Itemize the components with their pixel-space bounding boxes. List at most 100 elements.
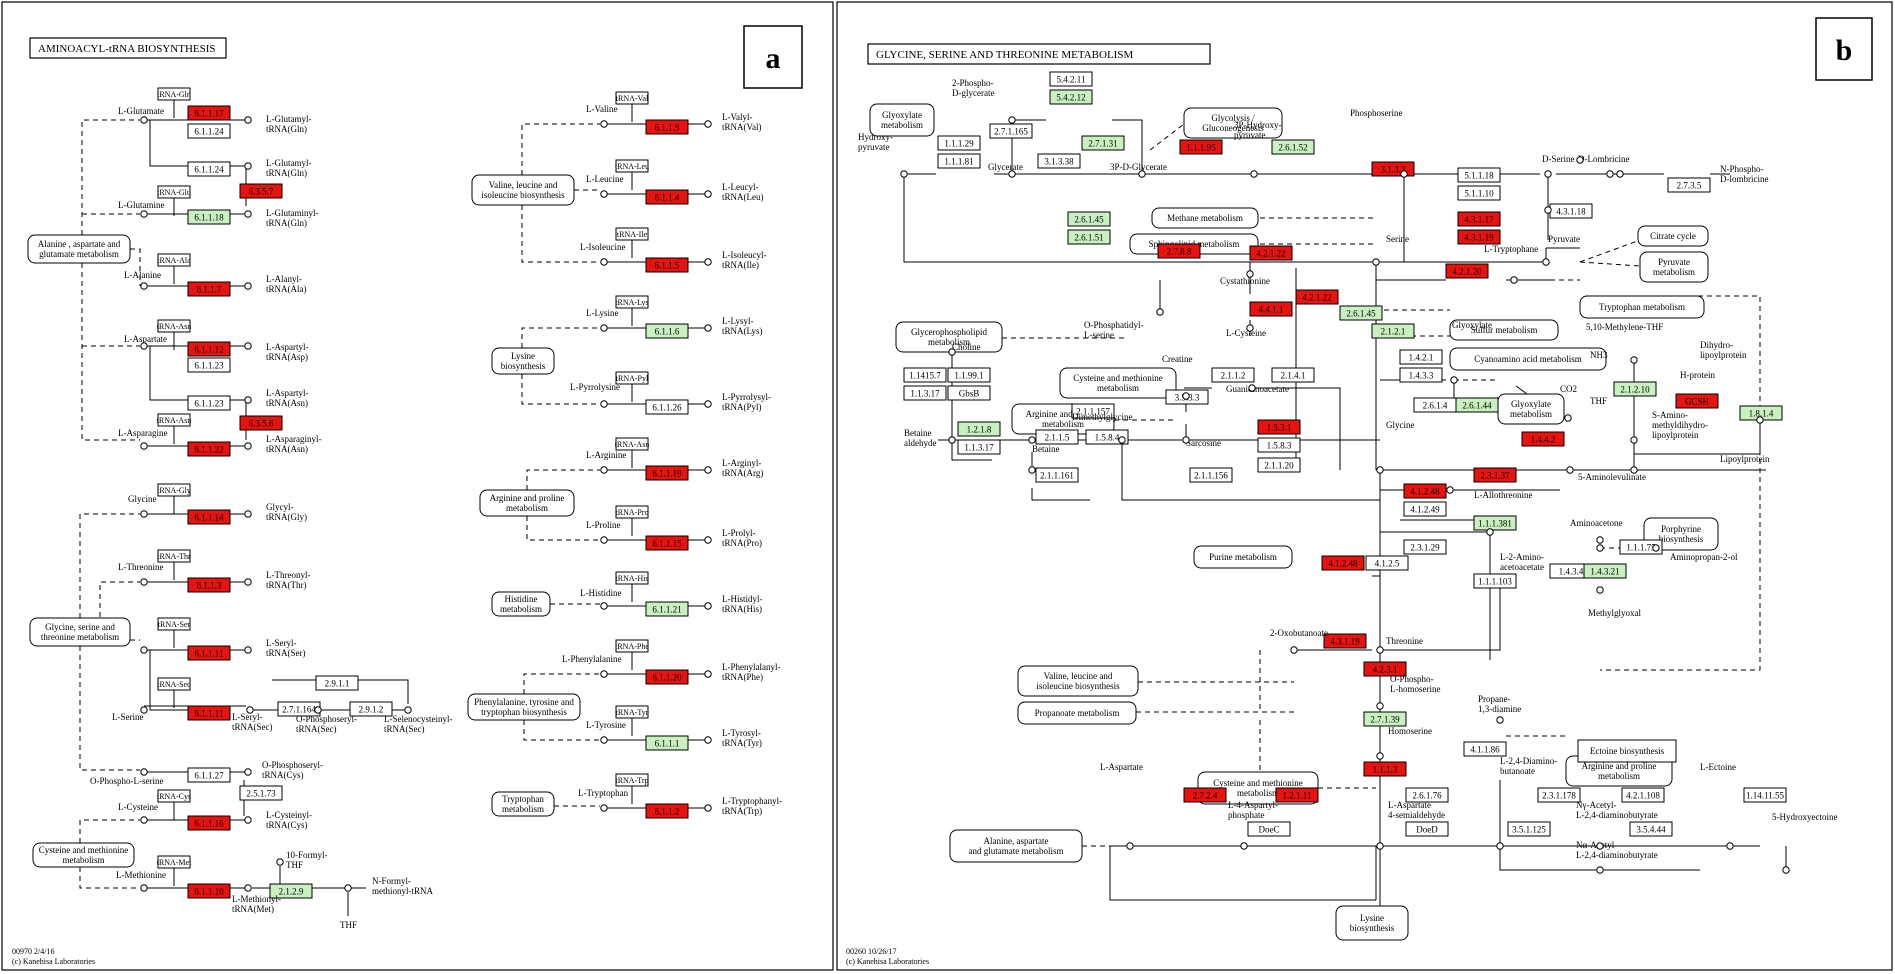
enzyme-box[interactable]: 3.5.4.44	[1629, 821, 1673, 837]
enzyme-box[interactable]: 2.9.1.2	[349, 701, 393, 717]
enzyme-box-green[interactable]: 2.6.1.52	[1271, 139, 1315, 155]
enzyme-box[interactable]: 2.9.1.1	[315, 675, 359, 691]
enzyme-box-red[interactable]: 2.7.8.8	[1157, 243, 1201, 259]
enzyme-box[interactable]: 4.3.1.18	[1549, 203, 1593, 219]
enzyme-box-red[interactable]: 6.1.1.12	[187, 341, 231, 357]
enzyme-box-red[interactable]: 4.4.1.1	[1249, 301, 1293, 317]
enzyme-box-red[interactable]: 4.3.1.17	[1457, 211, 1501, 227]
enzyme-box-red[interactable]: 3.1.3.3	[1371, 161, 1415, 177]
enzyme-box[interactable]: 2.6.1.76	[1405, 787, 1449, 803]
enzyme-box[interactable]: 2.1.1.161	[1035, 467, 1079, 483]
enzyme-box[interactable]: 1.4.3.3	[1399, 367, 1443, 383]
enzyme-box-green[interactable]: 2.1.2.10	[1613, 381, 1657, 397]
enzyme-box-green[interactable]: 2.7.1.39	[1363, 711, 1407, 727]
enzyme-box-red[interactable]: 6.3.5.6	[239, 415, 283, 431]
enzyme-box[interactable]: 6.1.1.26	[645, 399, 689, 415]
enzyme-box-red[interactable]: 6.1.1.15	[645, 535, 689, 551]
enzyme-box-red[interactable]: 2.7.2.4	[1183, 787, 1227, 803]
enzyme-box[interactable]: 4.1.2.49	[1403, 501, 1447, 517]
enzyme-box[interactable]: 2.1.1.20	[1257, 457, 1301, 473]
enzyme-box[interactable]: 6.1.1.24	[187, 123, 231, 139]
enzyme-box[interactable]: 2.1.1.156	[1189, 467, 1233, 483]
enzyme-box-green[interactable]: 6.1.1.1	[645, 735, 689, 751]
enzyme-box-red[interactable]: 4.2.3.1	[1363, 661, 1407, 677]
enzyme-box[interactable]: 1.5.8.4	[1085, 429, 1129, 445]
enzyme-box[interactable]: 4.1.2.5	[1365, 555, 1409, 571]
enzyme-box-green[interactable]: 6.1.1.6	[645, 323, 689, 339]
enzyme-box-green[interactable]: 5.4.2.12	[1049, 89, 1093, 105]
enzyme-box[interactable]: 2.7.1.164	[277, 701, 321, 717]
enzyme-box-red[interactable]: 6.3.5.7	[239, 183, 283, 199]
pathway-map-link[interactable]: Citrate cycle	[1637, 225, 1709, 247]
enzyme-box[interactable]: 2.7.3.5	[1667, 177, 1711, 193]
enzyme-box[interactable]: DoeD	[1405, 821, 1449, 837]
enzyme-box[interactable]: 2.6.1.4	[1413, 397, 1457, 413]
enzyme-box-green[interactable]: 2.1.2.1	[1371, 323, 1415, 339]
enzyme-box[interactable]: 1.1.1.75	[1619, 539, 1663, 555]
enzyme-box[interactable]: 1.1.1.81	[937, 153, 981, 169]
enzyme-box-red[interactable]: 6.1.1.5	[645, 257, 689, 273]
enzyme-box[interactable]: 3.1.3.38	[1037, 153, 1081, 169]
enzyme-box[interactable]: 1.1.3.17	[903, 385, 947, 401]
enzyme-box[interactable]: 1.1.1.103	[1473, 573, 1517, 589]
enzyme-box[interactable]: 1.4.2.1	[1399, 349, 1443, 365]
enzyme-box-red[interactable]: 1.2.1.11	[1275, 787, 1319, 803]
enzyme-box[interactable]: 2.1.1.2	[1211, 367, 1255, 383]
enzyme-box-green[interactable]: 1.1.1.381	[1473, 515, 1517, 531]
enzyme-box-green[interactable]: 2.1.2.9	[269, 883, 313, 899]
enzyme-box-red[interactable]: 4.2.1.22	[1249, 245, 1293, 261]
enzyme-box-green[interactable]: 2.6.1.45	[1067, 211, 1111, 227]
enzyme-box[interactable]: 6.1.1.24	[187, 161, 231, 177]
enzyme-box[interactable]: 5.4.2.11	[1049, 71, 1093, 87]
enzyme-box[interactable]: 1.1.99.1	[947, 367, 991, 383]
enzyme-box-green[interactable]: 6.1.1.18	[187, 209, 231, 225]
enzyme-box[interactable]: 2.3.1.178	[1537, 787, 1581, 803]
enzyme-box-red[interactable]: 6.1.1.19	[645, 465, 689, 481]
enzyme-box[interactable]: 6.1.1.27	[187, 767, 231, 783]
pathway-map-link[interactable]: Propanoate metabolism	[1017, 701, 1137, 725]
pathway-map-link[interactable]: Sulfur metabolism	[1449, 319, 1559, 341]
enzyme-box[interactable]: 4.2.1.108	[1621, 787, 1665, 803]
enzyme-box[interactable]: 2.1.1.5	[1035, 429, 1079, 445]
enzyme-box[interactable]: 1.14.11.55	[1743, 787, 1787, 803]
enzyme-box[interactable]: 1.1.3.17	[957, 439, 1001, 455]
enzyme-box-red[interactable]: 6.1.1.16	[187, 815, 231, 831]
enzyme-box-red[interactable]: 4.2.1.22	[1295, 289, 1339, 305]
enzyme-box[interactable]: 2.3.1.29	[1403, 539, 1447, 555]
enzyme-box-green[interactable]: 2.6.1.51	[1067, 229, 1111, 245]
enzyme-box[interactable]: 2.5.1.73	[239, 785, 283, 801]
enzyme-box[interactable]: 2.1.1.157	[1071, 403, 1115, 419]
enzyme-box[interactable]: DoeC	[1247, 821, 1291, 837]
enzyme-box-green[interactable]: 2.6.1.45	[1339, 305, 1383, 321]
enzyme-box-red[interactable]: GCSH	[1675, 393, 1719, 409]
enzyme-box[interactable]: 6.1.1.23	[187, 357, 231, 373]
enzyme-box[interactable]: 5.1.1.18	[1457, 167, 1501, 183]
enzyme-box-red[interactable]: 6.1.1.17	[187, 105, 231, 121]
pathway-map-link[interactable]: Methane metabolism	[1151, 207, 1259, 229]
enzyme-box-red[interactable]: 6.1.1.4	[645, 189, 689, 205]
enzyme-box-green[interactable]: 1.4.3.21	[1583, 563, 1627, 579]
pathway-map-link[interactable]: Tryptophan metabolism	[1579, 295, 1705, 319]
enzyme-box-red[interactable]: 1.1.1.95	[1179, 139, 1223, 155]
enzyme-box-red[interactable]: 4.2.1.20	[1445, 263, 1489, 279]
enzyme-box-red[interactable]: 6.1.1.2	[645, 803, 689, 819]
enzyme-box-red[interactable]: 6.1.1.7	[187, 281, 231, 297]
enzyme-box-green[interactable]: 6.1.1.21	[645, 601, 689, 617]
pathway-map-link[interactable]: Purine metabolism	[1193, 545, 1293, 569]
enzyme-box[interactable]: 1.5.8.3	[1257, 437, 1301, 453]
enzyme-box-red[interactable]: 6.1.1.22	[187, 441, 231, 457]
enzyme-box-red[interactable]: 6.1.1.11	[187, 645, 231, 661]
enzyme-box-green[interactable]: 2.6.1.44	[1455, 397, 1499, 413]
enzyme-box-red[interactable]: 4.3.1.19	[1457, 229, 1501, 245]
